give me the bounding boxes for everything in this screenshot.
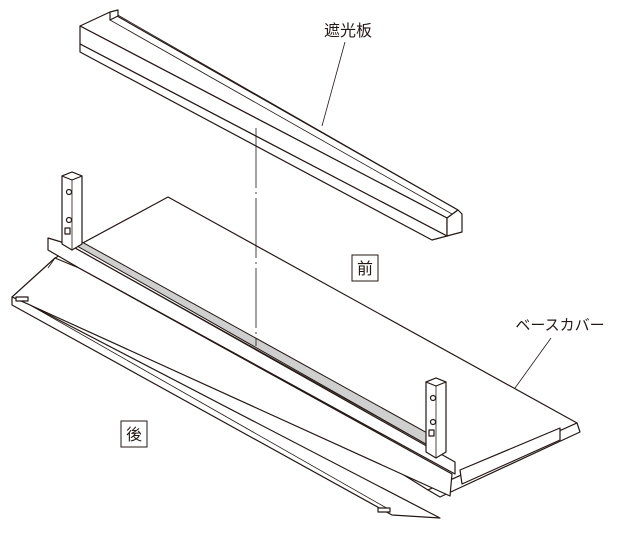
bracket-right-hole-1 [429,394,437,402]
label-light-shield: 遮光板 [324,21,372,40]
bracket-left [61,171,83,251]
bracket-left-slot [64,227,71,235]
slot-right [377,507,391,513]
leader-light-shield [321,41,346,127]
bracket-left-top [61,171,83,181]
bracket-left-hole-2 [65,216,73,224]
flange-crease-line [29,304,391,511]
base-cover-bottom-edge [11,296,441,519]
label-base-cover: ベースカバー [515,316,604,334]
bracket-left-hole-1 [65,188,73,196]
label-back-box [120,420,148,448]
light-shield-top-flange [79,11,459,219]
bracket-right-hole-2 [429,418,437,426]
gasket-lower-edge [67,243,441,453]
label-back: 後 [126,425,142,444]
light-shield-far-cap [109,9,119,21]
bracket-right [425,377,447,459]
base-cover [11,196,581,519]
light-shield-end-cap [446,209,463,237]
label-front-box [351,254,379,282]
slot-left [15,296,29,302]
light-shield-face [79,25,448,237]
shield-fold-line-1 [115,13,459,211]
leader-base-cover [514,337,552,389]
light-shield [79,9,463,241]
light-shield-bottom-lip [79,43,448,241]
flange-corner-line [47,257,56,269]
shield-fold-line-2 [109,19,453,215]
bracket-right-slot [428,429,435,437]
label-front: 前 [357,259,373,278]
base-cover-recess [459,427,561,485]
bracket-right-top [425,377,447,387]
rail-assembly [47,237,456,475]
